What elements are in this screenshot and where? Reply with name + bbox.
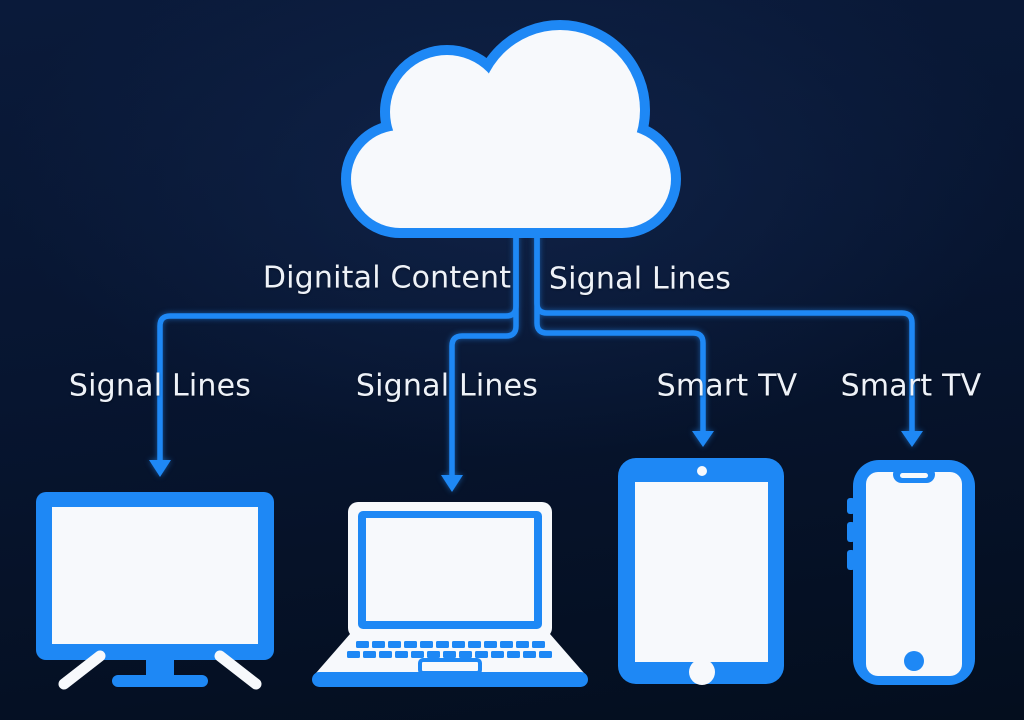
signal-line-laptop	[449, 219, 519, 480]
cloud-icon	[341, 20, 681, 238]
tablet-camera-dot	[697, 466, 707, 476]
arrow-down-icon-tablet	[692, 431, 714, 447]
tablet-home-button	[689, 659, 715, 685]
signal-line-tv	[157, 219, 519, 465]
laptop-trackpad	[418, 658, 482, 675]
smartphone-icon	[847, 460, 975, 685]
label-digital-content: Dignital Content	[262, 260, 512, 296]
arrow-down-icon-phone	[901, 431, 923, 447]
laptop-icon	[312, 502, 588, 687]
laptop-keyboard	[347, 641, 552, 658]
signal-line-tablet	[534, 219, 706, 436]
arrow-down-icon-tv	[149, 460, 171, 477]
phone-home-dot	[904, 651, 924, 671]
tablet-icon	[618, 458, 784, 685]
connection-lines	[149, 219, 923, 492]
arrow-down-icon-laptop	[441, 475, 463, 492]
tv-icon	[36, 492, 274, 690]
label-smart-tv-tablet: Smart TV	[656, 368, 798, 404]
phone-speaker	[900, 473, 928, 478]
label-signal-lines-tv: Signal Lines	[68, 368, 252, 404]
label-signal-lines-laptop: Signal Lines	[355, 368, 539, 404]
label-smart-tv-phone: Smart TV	[840, 368, 982, 404]
label-signal-lines-top: Signal Lines	[548, 261, 732, 297]
